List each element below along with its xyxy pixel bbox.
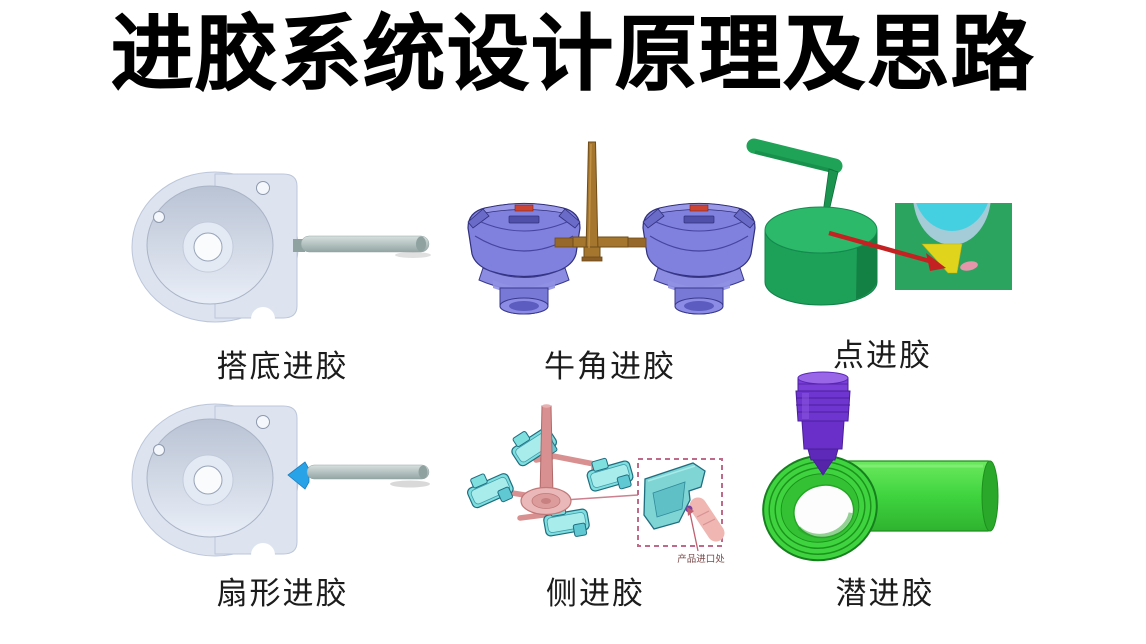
green-pipe-part (762, 454, 999, 562)
submarine-sprue (795, 371, 851, 476)
gate-label: 点进胶 (833, 338, 932, 373)
note-leader-line (689, 512, 699, 552)
fan-gate-illustration (131, 403, 430, 562)
bottom-notch (251, 307, 275, 331)
inset-leader-line (563, 494, 639, 501)
disc-part (131, 171, 299, 331)
horn-part-right (642, 202, 756, 315)
threaded-ring-opening (762, 454, 878, 562)
gate-cell-horn: 牛角进胶 (455, 130, 765, 384)
submarine-gate-illustration (762, 371, 999, 562)
gate-label: 搭底进胶 (216, 349, 349, 384)
runner-rod (306, 464, 430, 488)
molded-part (462, 464, 518, 515)
side-gate-illustration: 产品进口处 (462, 404, 725, 565)
gate-label: 牛角进胶 (544, 349, 676, 384)
magnified-inset (895, 203, 1012, 290)
gate-label: 扇形进胶 (216, 576, 349, 611)
runner-rod (293, 235, 431, 258)
disc-part (131, 403, 299, 562)
gate-cell-submarine: 潜进胶 (745, 365, 1025, 611)
horn-gate-illustration (467, 141, 756, 315)
dashed-inset (637, 458, 725, 552)
gate-cell-fan: 扇形进胶 (125, 392, 440, 611)
gate-label: 侧进胶 (546, 576, 645, 611)
product-gate-note: 产品进口处 (677, 553, 725, 565)
pin-point-gate-illustration (746, 138, 1012, 306)
bottom-notch (251, 543, 275, 562)
sprue-and-hub (520, 404, 639, 516)
red-arrow (828, 230, 946, 271)
gate-label: 潜进胶 (835, 576, 935, 611)
horn-part-left (467, 202, 581, 315)
molded-part (583, 451, 637, 498)
lap-bottom-gate-illustration (131, 171, 431, 331)
horn-runner-sprue (554, 141, 647, 262)
gate-cell-lap-bottom: 搭底进胶 (125, 160, 440, 384)
inset-runner-cylinder (689, 497, 725, 542)
gate-point-spot (960, 261, 978, 271)
gate-cell-pin-point: 点进胶 (745, 125, 1020, 373)
green-boss-part (764, 206, 878, 306)
gate-cell-side: 产品进口处 侧进胶 (448, 398, 743, 611)
page-title: 进胶系统设计原理及思路 (110, 9, 1035, 100)
sprue-cone-tip (812, 459, 834, 476)
runner-arm (746, 138, 843, 174)
